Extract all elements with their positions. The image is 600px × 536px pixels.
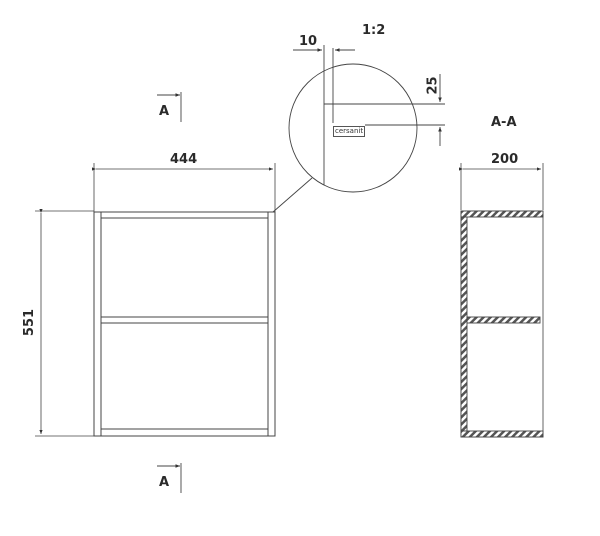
front-view xyxy=(93,211,276,437)
section-view xyxy=(459,163,544,438)
section-marker-bottom-label: A xyxy=(159,475,170,490)
section-marker-bottom xyxy=(157,463,182,493)
section-marker-top xyxy=(157,92,182,122)
section-title: A-A xyxy=(491,115,517,130)
section-marker-top-label: A xyxy=(159,104,170,119)
height-dimension xyxy=(35,209,94,437)
brand-logo: cersanit xyxy=(333,126,366,137)
detail-offset-x-label: 10 xyxy=(299,34,318,49)
width-label: 444 xyxy=(170,152,198,167)
detail-scale-label: 1:2 xyxy=(362,23,386,38)
detail-view xyxy=(272,45,445,213)
detail-offset-y-label: 25 xyxy=(425,76,441,95)
height-label: 551 xyxy=(22,308,38,337)
width-dimension xyxy=(92,163,276,212)
depth-label: 200 xyxy=(491,152,519,167)
